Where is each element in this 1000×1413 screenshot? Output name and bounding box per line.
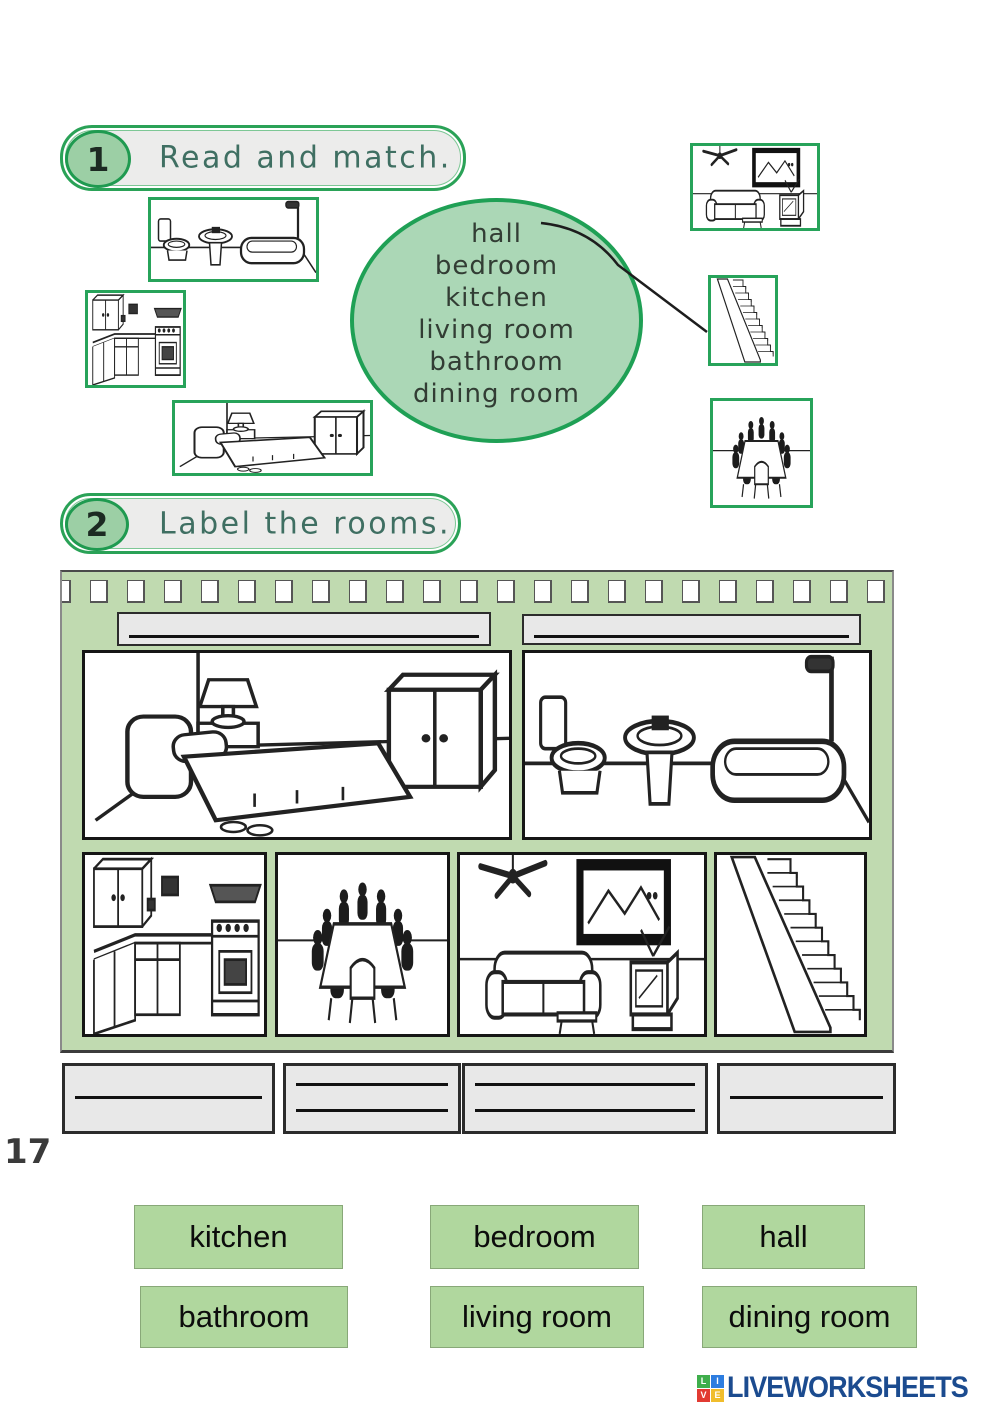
word-living-room[interactable]: living room (418, 315, 575, 345)
exercise1-title: Read and match. (159, 140, 452, 176)
match-picture-bedroom[interactable] (172, 400, 373, 476)
match-picture-kitchen[interactable] (85, 290, 186, 388)
room-picture-kitchen[interactable] (82, 852, 267, 1037)
word-tile-bedroom[interactable]: bedroom (430, 1205, 639, 1269)
word-tile-hall[interactable]: hall (702, 1205, 865, 1269)
liveworksheets-logo-icon: L I V E (697, 1374, 724, 1402)
exercise2-number: 2 (85, 505, 109, 544)
word-hall[interactable]: hall (471, 219, 522, 249)
logo-tile-v: V (697, 1388, 710, 1402)
stairs-illustration (716, 278, 774, 363)
label-blank-kitchen[interactable] (62, 1063, 275, 1134)
word-kitchen[interactable]: kitchen (445, 283, 548, 313)
word-tile-dining-room[interactable]: dining room (702, 1286, 917, 1348)
room-picture-bedroom[interactable] (82, 650, 512, 840)
dining-room-illustration (278, 880, 447, 1025)
match-picture-living-room[interactable] (690, 143, 820, 231)
match-picture-bathroom[interactable] (148, 197, 319, 282)
logo-tile-l: L (697, 1374, 710, 1388)
stairs-illustration (730, 855, 862, 1034)
house-diagram (60, 570, 894, 1053)
room-picture-bathroom[interactable] (522, 650, 872, 840)
answer-line (296, 1109, 448, 1112)
exercise1-number-badge: 1 (65, 130, 131, 188)
answer-line (75, 1096, 262, 1099)
word-tile-bathroom[interactable]: bathroom (140, 1286, 348, 1348)
house-roof-crenellation (62, 572, 888, 606)
word-dining-room[interactable]: dining room (413, 379, 580, 409)
exercise2-header: 2 Label the rooms. (60, 493, 461, 554)
answer-line (475, 1109, 695, 1112)
bedroom-illustration (178, 403, 370, 473)
exercise1-number: 1 (86, 139, 110, 179)
exercise2-number-badge: 2 (65, 498, 129, 551)
word-bedroom[interactable]: bedroom (434, 251, 559, 281)
word-tile-living-room[interactable]: living room (430, 1286, 644, 1348)
answer-line (475, 1083, 695, 1086)
logo-tile-e: E (711, 1388, 724, 1402)
living-room-illustration (693, 146, 817, 228)
liveworksheets-logo[interactable]: L I V E LIVEWORKSHEETS (697, 1371, 995, 1405)
dining-room-illustration (713, 416, 810, 500)
word-oval: hall bedroom kitchen living room bathroo… (350, 198, 643, 443)
liveworksheets-logo-text: LIVEWORKSHEETS (727, 1371, 969, 1404)
room-picture-dining-room[interactable] (275, 852, 450, 1037)
kitchen-illustration (92, 857, 263, 1034)
label-blank-dining-room[interactable] (283, 1063, 461, 1134)
answer-line (730, 1096, 883, 1099)
word-bathroom[interactable]: bathroom (429, 347, 564, 377)
exercise2-title: Label the rooms. (159, 506, 452, 541)
label-blank-living-room[interactable] (462, 1063, 708, 1134)
word-tile-kitchen[interactable]: kitchen (134, 1205, 343, 1269)
answer-line (129, 635, 479, 638)
kitchen-illustration (91, 294, 182, 385)
bathroom-illustration (151, 200, 316, 274)
answer-line (534, 635, 849, 638)
match-picture-dining-room[interactable] (710, 398, 813, 508)
living-room-illustration (460, 855, 704, 1034)
bedroom-illustration (85, 653, 509, 837)
word-list: hall bedroom kitchen living room bathroo… (354, 218, 639, 410)
label-blank-bathroom[interactable] (522, 614, 861, 645)
room-picture-hall-stairs[interactable] (714, 852, 867, 1037)
label-blank-hall[interactable] (717, 1063, 896, 1134)
room-picture-living-room[interactable] (457, 852, 707, 1037)
logo-tile-i: I (711, 1374, 724, 1388)
page-number: 17 (4, 1132, 52, 1172)
answer-line (296, 1083, 448, 1086)
exercise1-header: 1 Read and match. (60, 125, 466, 191)
bathroom-illustration (525, 653, 869, 837)
label-blank-bedroom[interactable] (117, 612, 491, 646)
match-picture-stairs-hall[interactable] (708, 275, 778, 366)
